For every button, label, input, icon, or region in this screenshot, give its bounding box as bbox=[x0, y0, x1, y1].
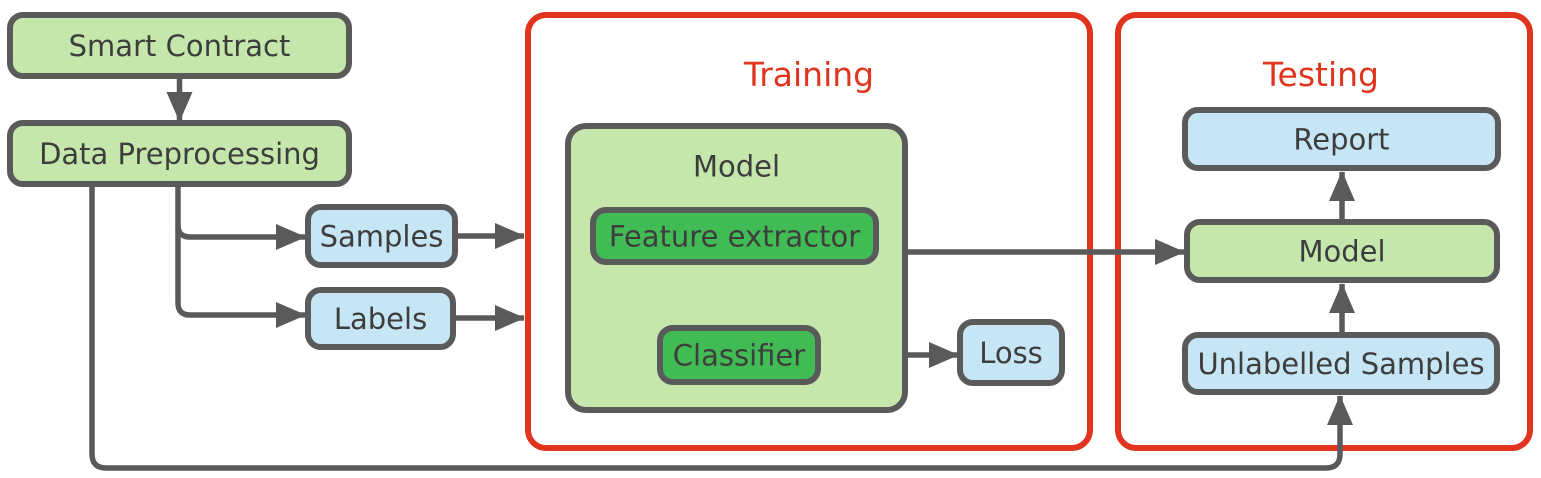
node-labels-label: Labels bbox=[334, 302, 427, 336]
node-training-model-label: Model bbox=[693, 149, 780, 183]
section-training-border bbox=[525, 12, 1093, 451]
node-data-preprocessing-label: Data Preprocessing bbox=[39, 137, 320, 171]
node-report bbox=[1182, 107, 1501, 171]
node-unlabelled-samples bbox=[1182, 332, 1500, 395]
node-loss-label: Loss bbox=[979, 336, 1043, 370]
node-labels bbox=[305, 287, 456, 350]
edge-data-preprocessing-to-samples bbox=[175, 224, 306, 250]
node-testing-model-label: Model bbox=[1298, 234, 1385, 268]
node-classifier-label: Classifier bbox=[673, 338, 805, 372]
node-testing-model bbox=[1184, 219, 1500, 283]
node-unlabelled-samples-label: Unlabelled Samples bbox=[1197, 347, 1484, 381]
node-samples bbox=[305, 204, 458, 268]
section-testing-border bbox=[1115, 12, 1533, 451]
node-samples-label: Samples bbox=[320, 219, 444, 253]
node-classifier bbox=[657, 325, 821, 385]
edge-data-preprocessing-to-labels bbox=[175, 184, 306, 328]
node-report-label: Report bbox=[1293, 122, 1389, 156]
edge-data-preprocessing-to-unlabelled-samples bbox=[89, 184, 1353, 471]
node-loss bbox=[957, 319, 1065, 386]
node-feature-extractor bbox=[590, 207, 879, 265]
section-training-title: Training bbox=[743, 55, 874, 94]
node-data-preprocessing bbox=[7, 120, 352, 187]
node-smart-contract bbox=[7, 12, 352, 79]
section-testing-title: Testing bbox=[1262, 55, 1379, 94]
node-smart-contract-label: Smart Contract bbox=[69, 29, 291, 63]
node-feature-extractor-label: Feature extractor bbox=[609, 219, 860, 253]
